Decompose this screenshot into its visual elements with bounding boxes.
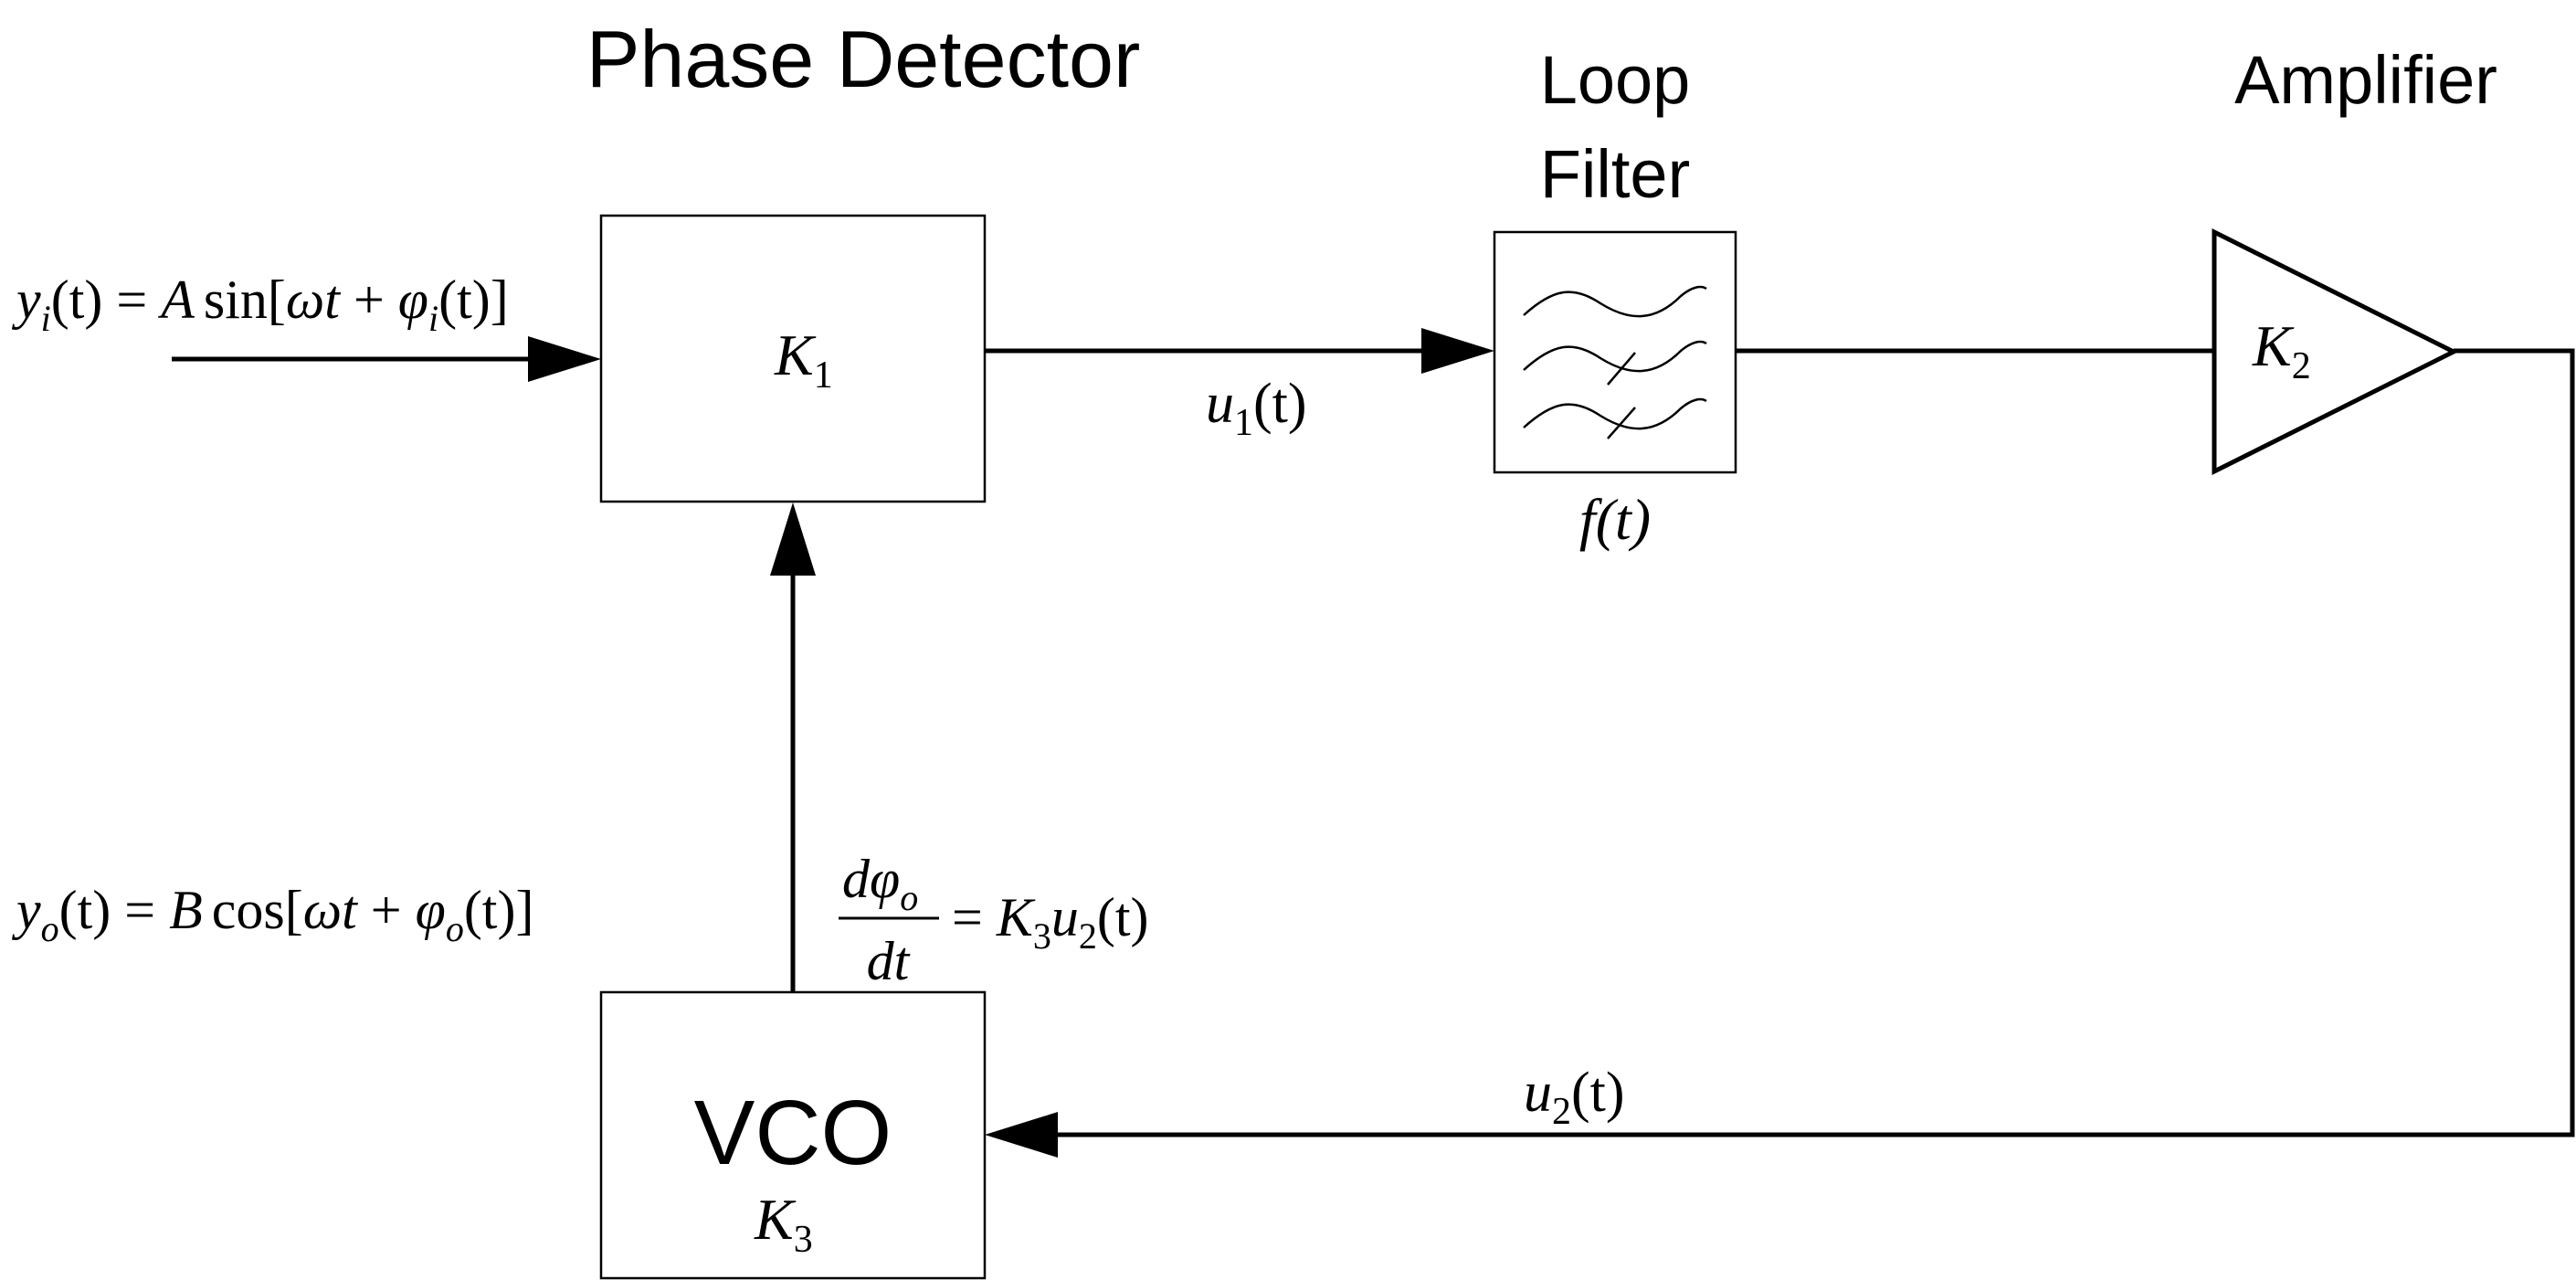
loop-filter-response: f(t) — [1579, 487, 1651, 552]
lowpass-filter-icon — [1523, 285, 1707, 439]
loop-filter-title-line1: Loop — [1540, 42, 1691, 118]
u2-label: u2(t) — [1524, 1062, 1625, 1133]
vco-gain: K3 — [754, 1187, 813, 1261]
phase-detector-title: Phase Detector — [586, 14, 1141, 104]
u2-arrowhead — [985, 1112, 1058, 1158]
phase-detector-block — [599, 214, 987, 503]
amplifier-title: Amplifier — [2234, 42, 2497, 118]
phase-detector-gain: K1 — [774, 323, 833, 397]
vco-phase-equation: dφo dt = K3u2(t) — [839, 849, 1149, 991]
loop-filter-title-line2: Filter — [1540, 136, 1690, 212]
vco-block — [599, 990, 987, 1280]
u1-arrowhead — [1421, 328, 1494, 374]
vco-equation-numerator: dφo — [842, 849, 918, 918]
vco-equation-rhs: = K3u2(t) — [952, 887, 1149, 957]
vco-title: VCO — [694, 1082, 892, 1184]
input-arrowhead — [528, 336, 601, 382]
amplifier-gain: K2 — [2252, 313, 2311, 387]
vco-equation-denominator: dt — [867, 931, 911, 991]
u1-label: u1(t) — [1206, 373, 1307, 444]
amplifier-block — [2212, 227, 2459, 476]
loop-filter-block — [1493, 230, 1737, 474]
vco-output-arrowhead — [770, 502, 816, 576]
u2-feedback-line — [1040, 348, 2575, 1137]
